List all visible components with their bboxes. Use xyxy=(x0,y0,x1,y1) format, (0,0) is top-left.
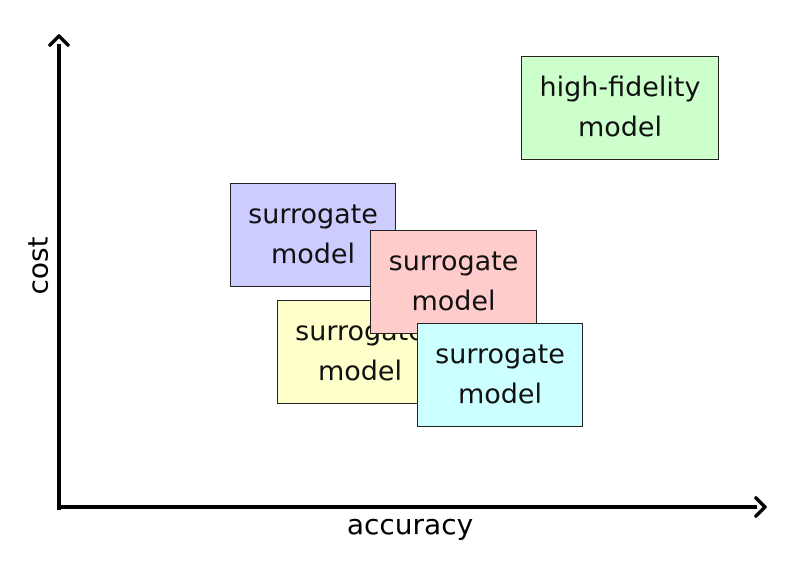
surrogate-model-label-red: surrogate model xyxy=(388,246,519,317)
x-axis-line xyxy=(57,505,757,509)
surrogate-model-label-cyan: surrogate model xyxy=(435,339,565,410)
high-fidelity-model-label: high-fidelity model xyxy=(539,72,701,143)
surrogate-model-box-blue: surrogate model xyxy=(230,183,396,287)
x-axis-label: accuracy xyxy=(346,508,474,541)
surrogate-model-box-red: surrogate model xyxy=(370,230,537,334)
y-axis-line xyxy=(57,44,61,510)
x-axis-arrowhead xyxy=(754,496,767,518)
y-axis-label: cost xyxy=(21,236,55,295)
surrogate-model-box-cyan: surrogate model xyxy=(417,323,583,427)
y-axis-arrowhead xyxy=(48,34,70,47)
high-fidelity-model-box: high-fidelity model xyxy=(521,56,719,160)
surrogate-model-label-blue: surrogate model xyxy=(248,199,378,270)
